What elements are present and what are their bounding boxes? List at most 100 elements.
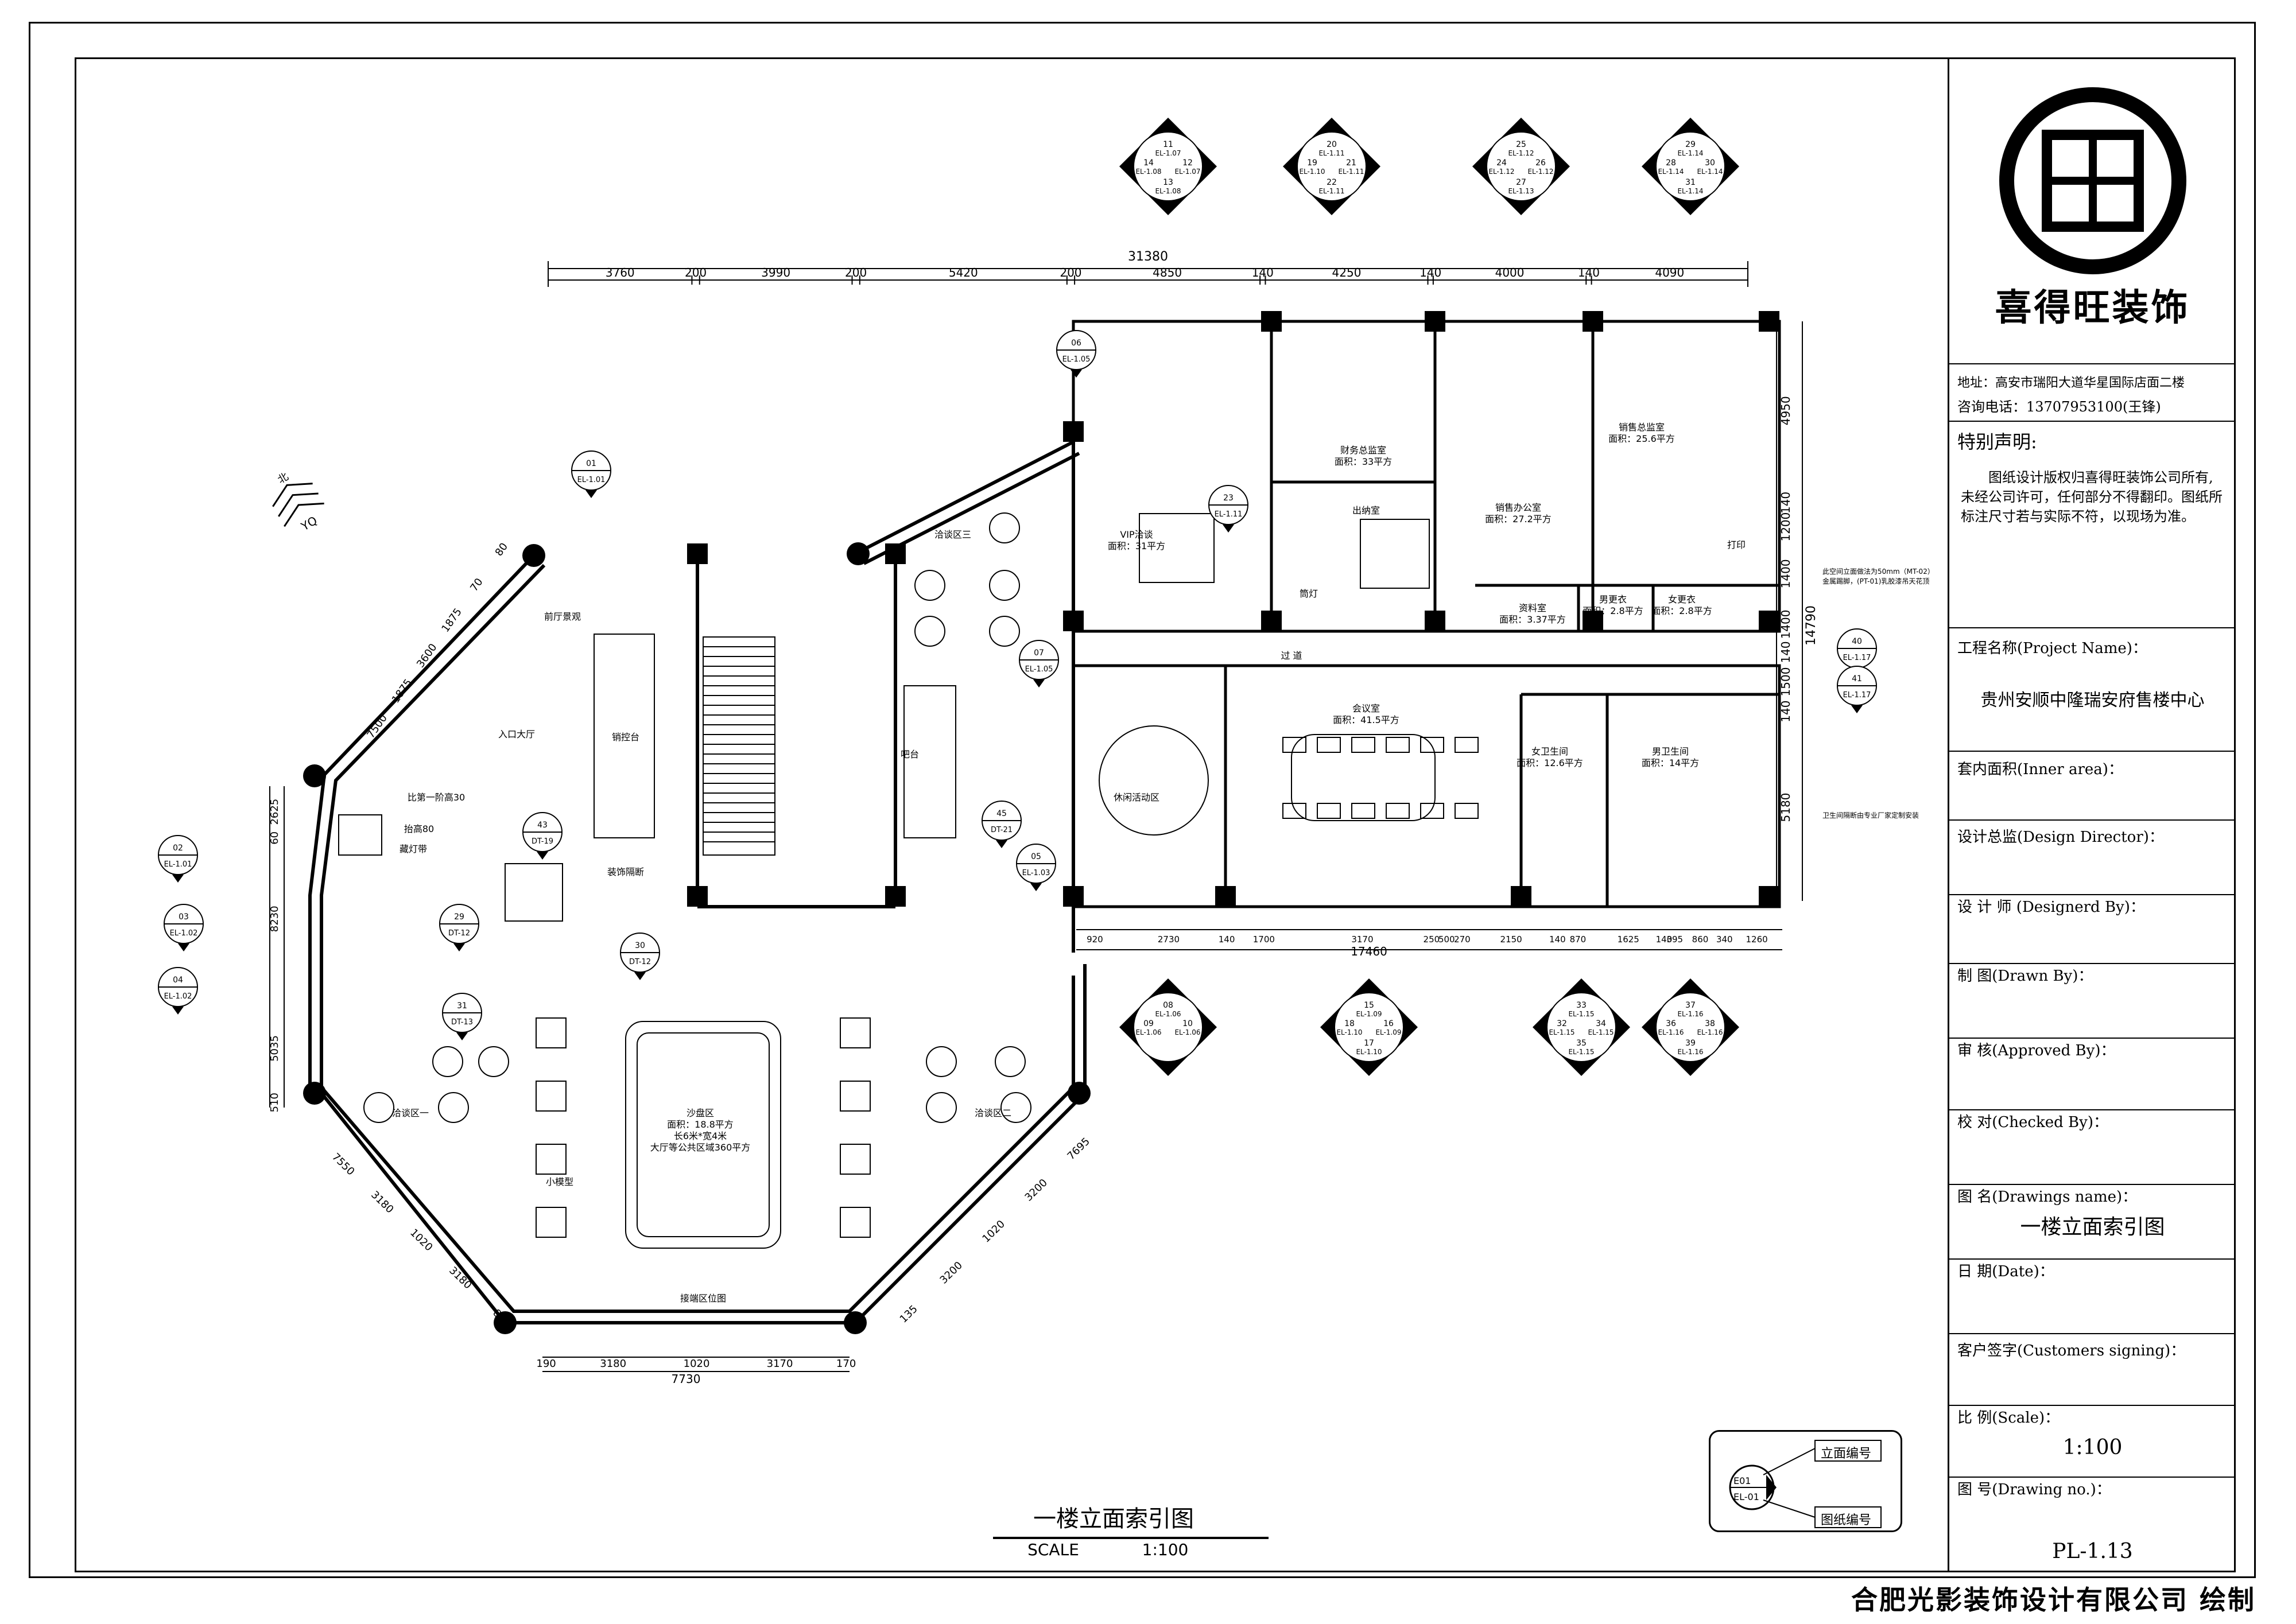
dim-bottom-left-0: 190: [536, 1358, 556, 1370]
columns: [303, 311, 1779, 1334]
chair-7: [840, 1207, 871, 1238]
section-ref-3: EL-1.02: [164, 992, 192, 1001]
elevation-code-2-1: 24: [1496, 158, 1507, 168]
table-7: [1000, 1092, 1031, 1123]
section-num-13: 43: [537, 821, 548, 830]
dim-bottom-right-7: 270: [1454, 934, 1471, 945]
section-ref-11: EL-1.17: [1843, 654, 1871, 662]
dim-left-4: 510: [269, 1093, 281, 1112]
round-column-0: [522, 544, 545, 567]
scale-row: 比 例(Scale)： 1:100: [1949, 1406, 2236, 1478]
drawing-title: 一楼立面索引图 SCALE 1:100: [993, 1506, 1269, 1559]
elevation-code-6-0: 33: [1576, 1001, 1587, 1010]
dim-bottom-right-8: 2150: [1500, 934, 1522, 945]
room-note-26: 大厅等公共区域360平方: [650, 1142, 751, 1153]
scale-label: SCALE: [1027, 1540, 1079, 1559]
north-compass: 北 YQ: [272, 471, 324, 534]
elevation-code-4-0: 08: [1163, 1001, 1173, 1010]
dim-bottom-right-15: 340: [1716, 934, 1733, 945]
column-11: [1425, 611, 1445, 631]
column-15: [1215, 886, 1236, 907]
plan-note-1: 金属踢脚，(PT-01)乳胶漆吊天花顶: [1822, 577, 1929, 585]
room-label-10: 财务总监室: [1340, 445, 1386, 456]
elevation-code-6-1: 32: [1557, 1019, 1567, 1028]
chair-4: [840, 1017, 871, 1048]
elevation-code-3-2: 30: [1705, 158, 1715, 168]
elevation-ref-7-0: EL-1.16: [1677, 1010, 1703, 1018]
dim-top-3: 200: [845, 266, 867, 279]
dim-top-8: 4250: [1332, 266, 1362, 279]
legend: E01 EL-01 立面编号 图纸编号: [1709, 1430, 1902, 1532]
dim-right-5: 140: [1779, 641, 1793, 663]
footer-credit: 合肥光影装饰设计有限公司 绘制: [1851, 1584, 2256, 1615]
section-ref-8: DT-12: [448, 929, 470, 938]
dim-bottom-left-4: 170: [836, 1358, 856, 1370]
right-total-dim: 14790: [1804, 605, 1818, 646]
elevation-ref-6-3: EL-1.15: [1568, 1048, 1594, 1056]
elevation-code-2-3: 27: [1516, 178, 1526, 187]
section-num-12: 41: [1852, 674, 1862, 683]
dim-bottom-right-2: 140: [1219, 934, 1235, 945]
elevation-ref-5-3: EL-1.10: [1356, 1048, 1382, 1056]
elevation-ref-4-0: EL-1.06: [1155, 1010, 1181, 1018]
checked-row: 校 对(Checked By)：: [1949, 1110, 2236, 1185]
meeting-chair-top-2: [1351, 737, 1375, 753]
section-num-7: 23: [1223, 494, 1234, 503]
legend-drawing-label: 图纸编号: [1821, 1513, 1872, 1528]
drawing-name-label: 图 名(Drawings name)：: [1957, 1188, 2138, 1206]
dim-right-7: 140: [1779, 701, 1793, 722]
room-label-18: 筒灯: [1300, 588, 1318, 599]
elevation-ref-0-2: EL-1.07: [1174, 168, 1200, 176]
room-label-12: 销售办公室: [1495, 502, 1541, 513]
elevation-code-7-1: 36: [1666, 1019, 1676, 1028]
elevation-ref-7-2: EL-1.16: [1697, 1028, 1723, 1036]
drawing-no-row: 图 号(Drawing no.)： PL-1.13: [1949, 1478, 2236, 1572]
bottom-left-total: 7730: [672, 1372, 701, 1386]
dim-bottom-left-1: 3180: [600, 1358, 626, 1370]
meeting-chair-bottom-3: [1386, 803, 1410, 819]
meeting-chair-top-3: [1386, 737, 1410, 753]
area-label: 套内面积(Inner area)：: [1957, 761, 2123, 778]
dimensions-lower-right-3: 3200: [937, 1260, 964, 1287]
table-12: [989, 512, 1020, 543]
dim-bottom-right-0: 920: [1087, 934, 1103, 945]
elevation-code-0-0: 11: [1163, 140, 1173, 149]
plan-note-0: 此空间立面做法为50mm（MT-02）: [1822, 567, 1934, 576]
designer-label: 设 计 师 (Designerd By)：: [1957, 899, 2145, 916]
round-column-6: [847, 542, 870, 565]
meeting-chair-top-4: [1420, 737, 1444, 753]
elevation-ref-2-1: EL-1.12: [1488, 168, 1514, 176]
elevation-ref-1-1: EL-1.10: [1299, 168, 1325, 176]
elevation-ref-3-3: EL-1.14: [1677, 187, 1703, 195]
round-column-1: [303, 764, 326, 787]
dim-right-8: 5180: [1779, 793, 1793, 822]
column-12: [1583, 611, 1603, 631]
room-label-9: VIP洽谈: [1120, 529, 1153, 540]
address: 地址：高安市瑞阳大道华星国际店面二楼: [1957, 376, 2185, 390]
company-name: 喜得旺装饰: [1995, 287, 2190, 329]
section-num-1: 02: [173, 844, 183, 853]
dim-bottom-right-10: 870: [1570, 934, 1587, 945]
table-11: [989, 616, 1020, 647]
elevation-code-4-1: 09: [1143, 1019, 1154, 1028]
meeting-chair-top-1: [1317, 737, 1341, 753]
staircase: [703, 636, 775, 856]
checked-label: 校 对(Checked By)：: [1957, 1114, 2108, 1131]
company-logo: [1999, 87, 2186, 274]
compass-north: YQ: [298, 514, 320, 534]
dimensions-lower-right-0: 7695: [1065, 1136, 1092, 1163]
room-area-13: 面积：25.6平方: [1608, 433, 1675, 444]
area-row: 套内面积(Inner area)：: [1949, 752, 2236, 821]
furniture: [338, 513, 1436, 1249]
project-value: 贵州安顺中隆瑞安府售楼中心: [1980, 690, 2205, 710]
section-num-3: 04: [173, 976, 183, 985]
elevation-ref-3-0: EL-1.14: [1677, 149, 1703, 157]
elevation-ref-0-1: EL-1.08: [1135, 168, 1161, 176]
notice-row: 特别声明: 图纸设计版权归喜得旺装饰公司所有,未经公司许可，任何部分不得翻印。图…: [1949, 422, 2236, 628]
